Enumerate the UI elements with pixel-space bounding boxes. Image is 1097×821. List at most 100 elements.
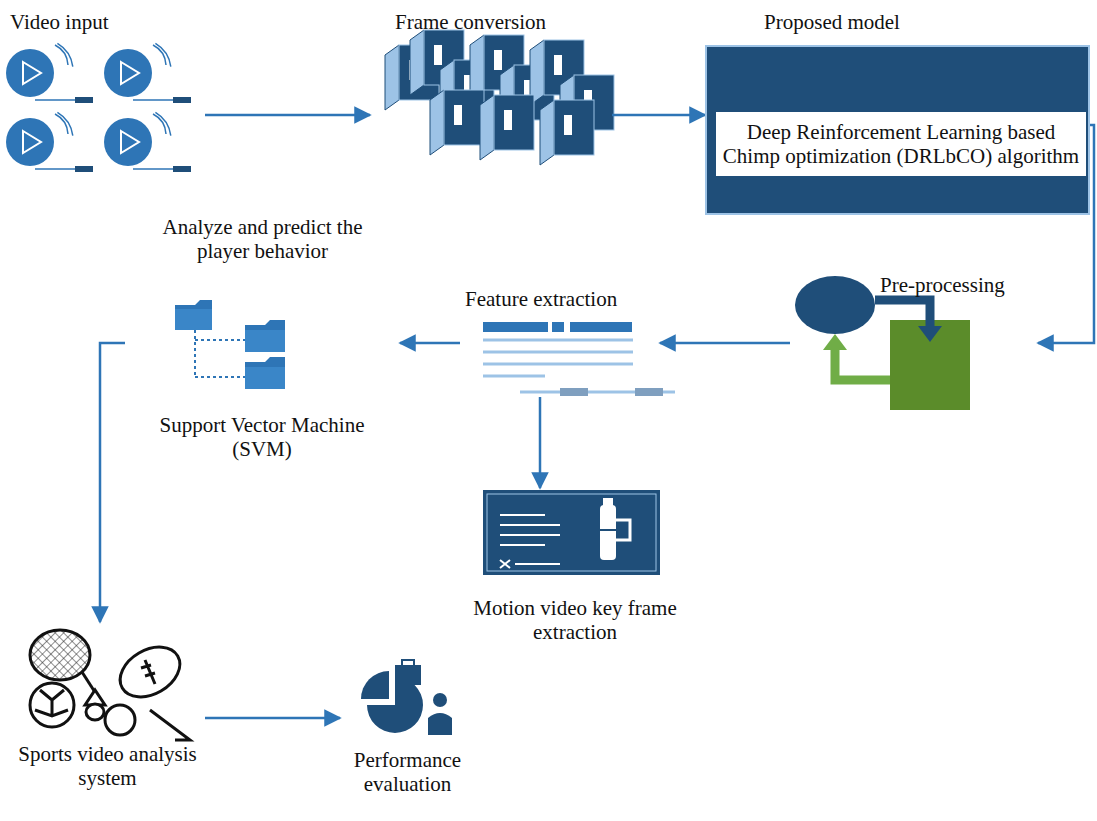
icon-stroke [444,90,484,145]
icon-stroke [560,388,588,396]
icon-stroke [104,49,152,97]
icon-stroke [111,637,188,707]
icon-stroke [155,112,170,135]
icon-stroke [483,490,660,575]
icon-stroke [635,388,663,396]
flow-arrow [612,114,705,117]
icon-stroke [795,276,875,334]
icon-stroke [494,50,502,70]
icon-stroke [410,30,424,95]
icon-stroke [35,99,75,101]
icon-stroke [433,693,447,707]
keyframe-icon [483,490,660,575]
icon-stroke [600,505,616,560]
icon-stroke [385,45,399,110]
icon-stroke [75,166,93,172]
icon-stroke [483,351,633,354]
icon-stroke [6,49,54,97]
icon-stroke [133,168,173,170]
step-label: Motion video key frame extraction [450,596,700,644]
icon-stroke [141,660,155,684]
icon-stroke [6,118,54,166]
model-box: Proposed modelDeep Reinforcement Learnin… [705,45,1090,215]
icon-stroke [428,713,452,735]
step-label: Proposed model [727,10,937,34]
step-node: Feature extraction [460,287,660,397]
icon-stroke [245,330,285,352]
icon-stroke [245,357,285,389]
table-icon [483,322,675,396]
icon-stroke [500,560,560,568]
icon-stroke [554,55,562,75]
step-node: Video input [5,5,205,175]
icon-stroke [75,97,93,103]
icon-stroke [121,62,139,84]
flow-arrow [100,343,125,622]
icon-stroke [395,665,421,685]
icon-stroke [504,110,512,130]
step-node: Frame conversion [370,5,612,170]
icon-stroke [823,334,847,350]
icon-stroke [195,330,245,377]
icon-stroke [361,671,389,699]
icon-stroke [155,43,170,66]
step-node: Pre-processing [790,268,1038,413]
step-node: Analyze and predict the player behaviorS… [125,215,400,470]
icon-stroke [554,100,594,155]
icon-stroke [35,690,68,716]
icon-stroke [600,529,616,531]
icon-stroke [552,322,564,332]
icon-stroke [150,710,190,740]
step-label: Video input [10,10,195,34]
icon-stroke [30,683,74,727]
icon-stroke [153,114,166,134]
icon-stroke [616,520,630,540]
icon-stroke [133,99,173,101]
step-label: Sports video analysis system [10,742,205,790]
icon-stroke [175,300,212,330]
icon-stroke [480,95,494,160]
step-node: Sports video analysis system [10,622,205,797]
icon-stroke [173,97,191,103]
model-label: Deep Reinforcement Learning based Chimp … [714,110,1088,178]
icon-stroke [564,115,572,135]
frames-icon [385,30,614,165]
icon-stroke [57,112,72,135]
icon-stroke [454,105,462,125]
icon-stroke [173,166,191,172]
icon-stroke [175,309,212,330]
sports-icon [30,630,190,740]
step-label: Pre-processing [880,273,1035,297]
flow-arrow [539,397,542,488]
icon-stroke [121,131,139,153]
icon-stroke [487,494,656,571]
icon-stroke [918,326,942,342]
flow-arrow [205,114,370,117]
icon-stroke [500,515,560,545]
flow-arrow [205,717,340,720]
icon-stroke [104,118,152,166]
performance-icon [361,660,452,735]
icon-stroke [434,45,442,65]
icon-stroke [835,345,890,380]
icon-stroke [57,43,72,66]
icon-stroke [23,131,41,153]
flow-arrow [400,342,460,345]
icon-stroke [23,62,41,84]
icon-stroke [402,660,414,666]
step-label: Analyze and predict the player behavior [140,215,385,263]
icon-stroke [245,367,285,389]
step-label: Feature extraction [465,287,660,311]
step-node: Performance evaluation [340,662,475,807]
icon-stroke [483,363,633,366]
step-label: Performance evaluation [340,748,475,796]
folders-icon [175,300,285,389]
icon-stroke [245,320,285,352]
icon-stroke [30,630,90,680]
icon-stroke [55,45,68,65]
icon-stroke [430,90,444,155]
icon-stroke [483,322,548,332]
icon-stroke [890,320,970,410]
icon-stroke [570,322,632,332]
